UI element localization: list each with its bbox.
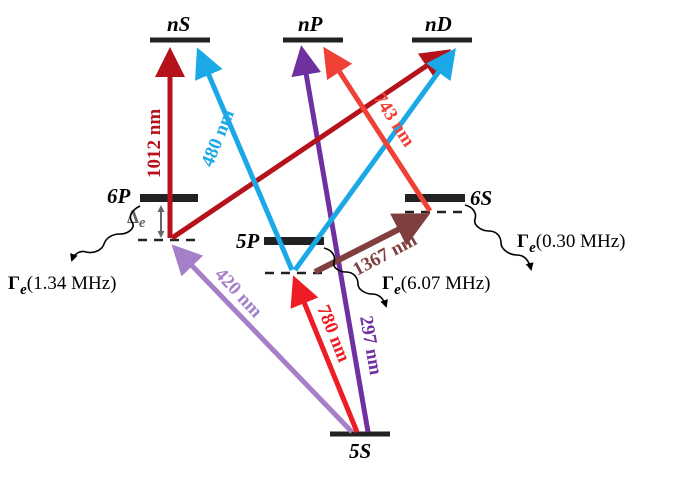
decay-label-6P: Γe(1.34 MHz) [8, 273, 116, 298]
transition-480-to-nD-arrow [292, 47, 456, 272]
wavelength-label-480: 480 nm [197, 107, 239, 170]
transition-480-to-nS-arrow [195, 47, 295, 271]
decay-arrow-6P [70, 205, 141, 262]
level-label-nD: nD [425, 12, 452, 36]
transition-420-arrow [171, 244, 354, 434]
decay-arrow-6S [464, 204, 534, 271]
wavelength-label-297: 297 nm [355, 314, 386, 377]
transition-297-arrow [291, 45, 371, 433]
detuning-label: Δe [127, 207, 146, 231]
wavelength-label-743: 743 nm [369, 89, 419, 151]
decay-arrow-5P [323, 247, 388, 308]
level-label-nP: nP [298, 12, 323, 36]
transition-1012-to-nD-arrow [170, 49, 452, 241]
wavelength-label-1012: 1012 nm [144, 109, 165, 178]
decay-label-6S: Γe(0.30 MHz) [517, 231, 625, 256]
level-label-nS: nS [167, 12, 190, 36]
level-label-6S: 6S [470, 186, 492, 210]
level-label-6P: 6P [107, 184, 131, 208]
transition-780-arrow [290, 275, 360, 433]
level-label-5S: 5S [349, 439, 371, 463]
level-label-5P: 5P [236, 229, 260, 253]
decay-label-5P: Γe(6.07 MHz) [382, 273, 490, 298]
transition-743-arrow [323, 46, 433, 213]
